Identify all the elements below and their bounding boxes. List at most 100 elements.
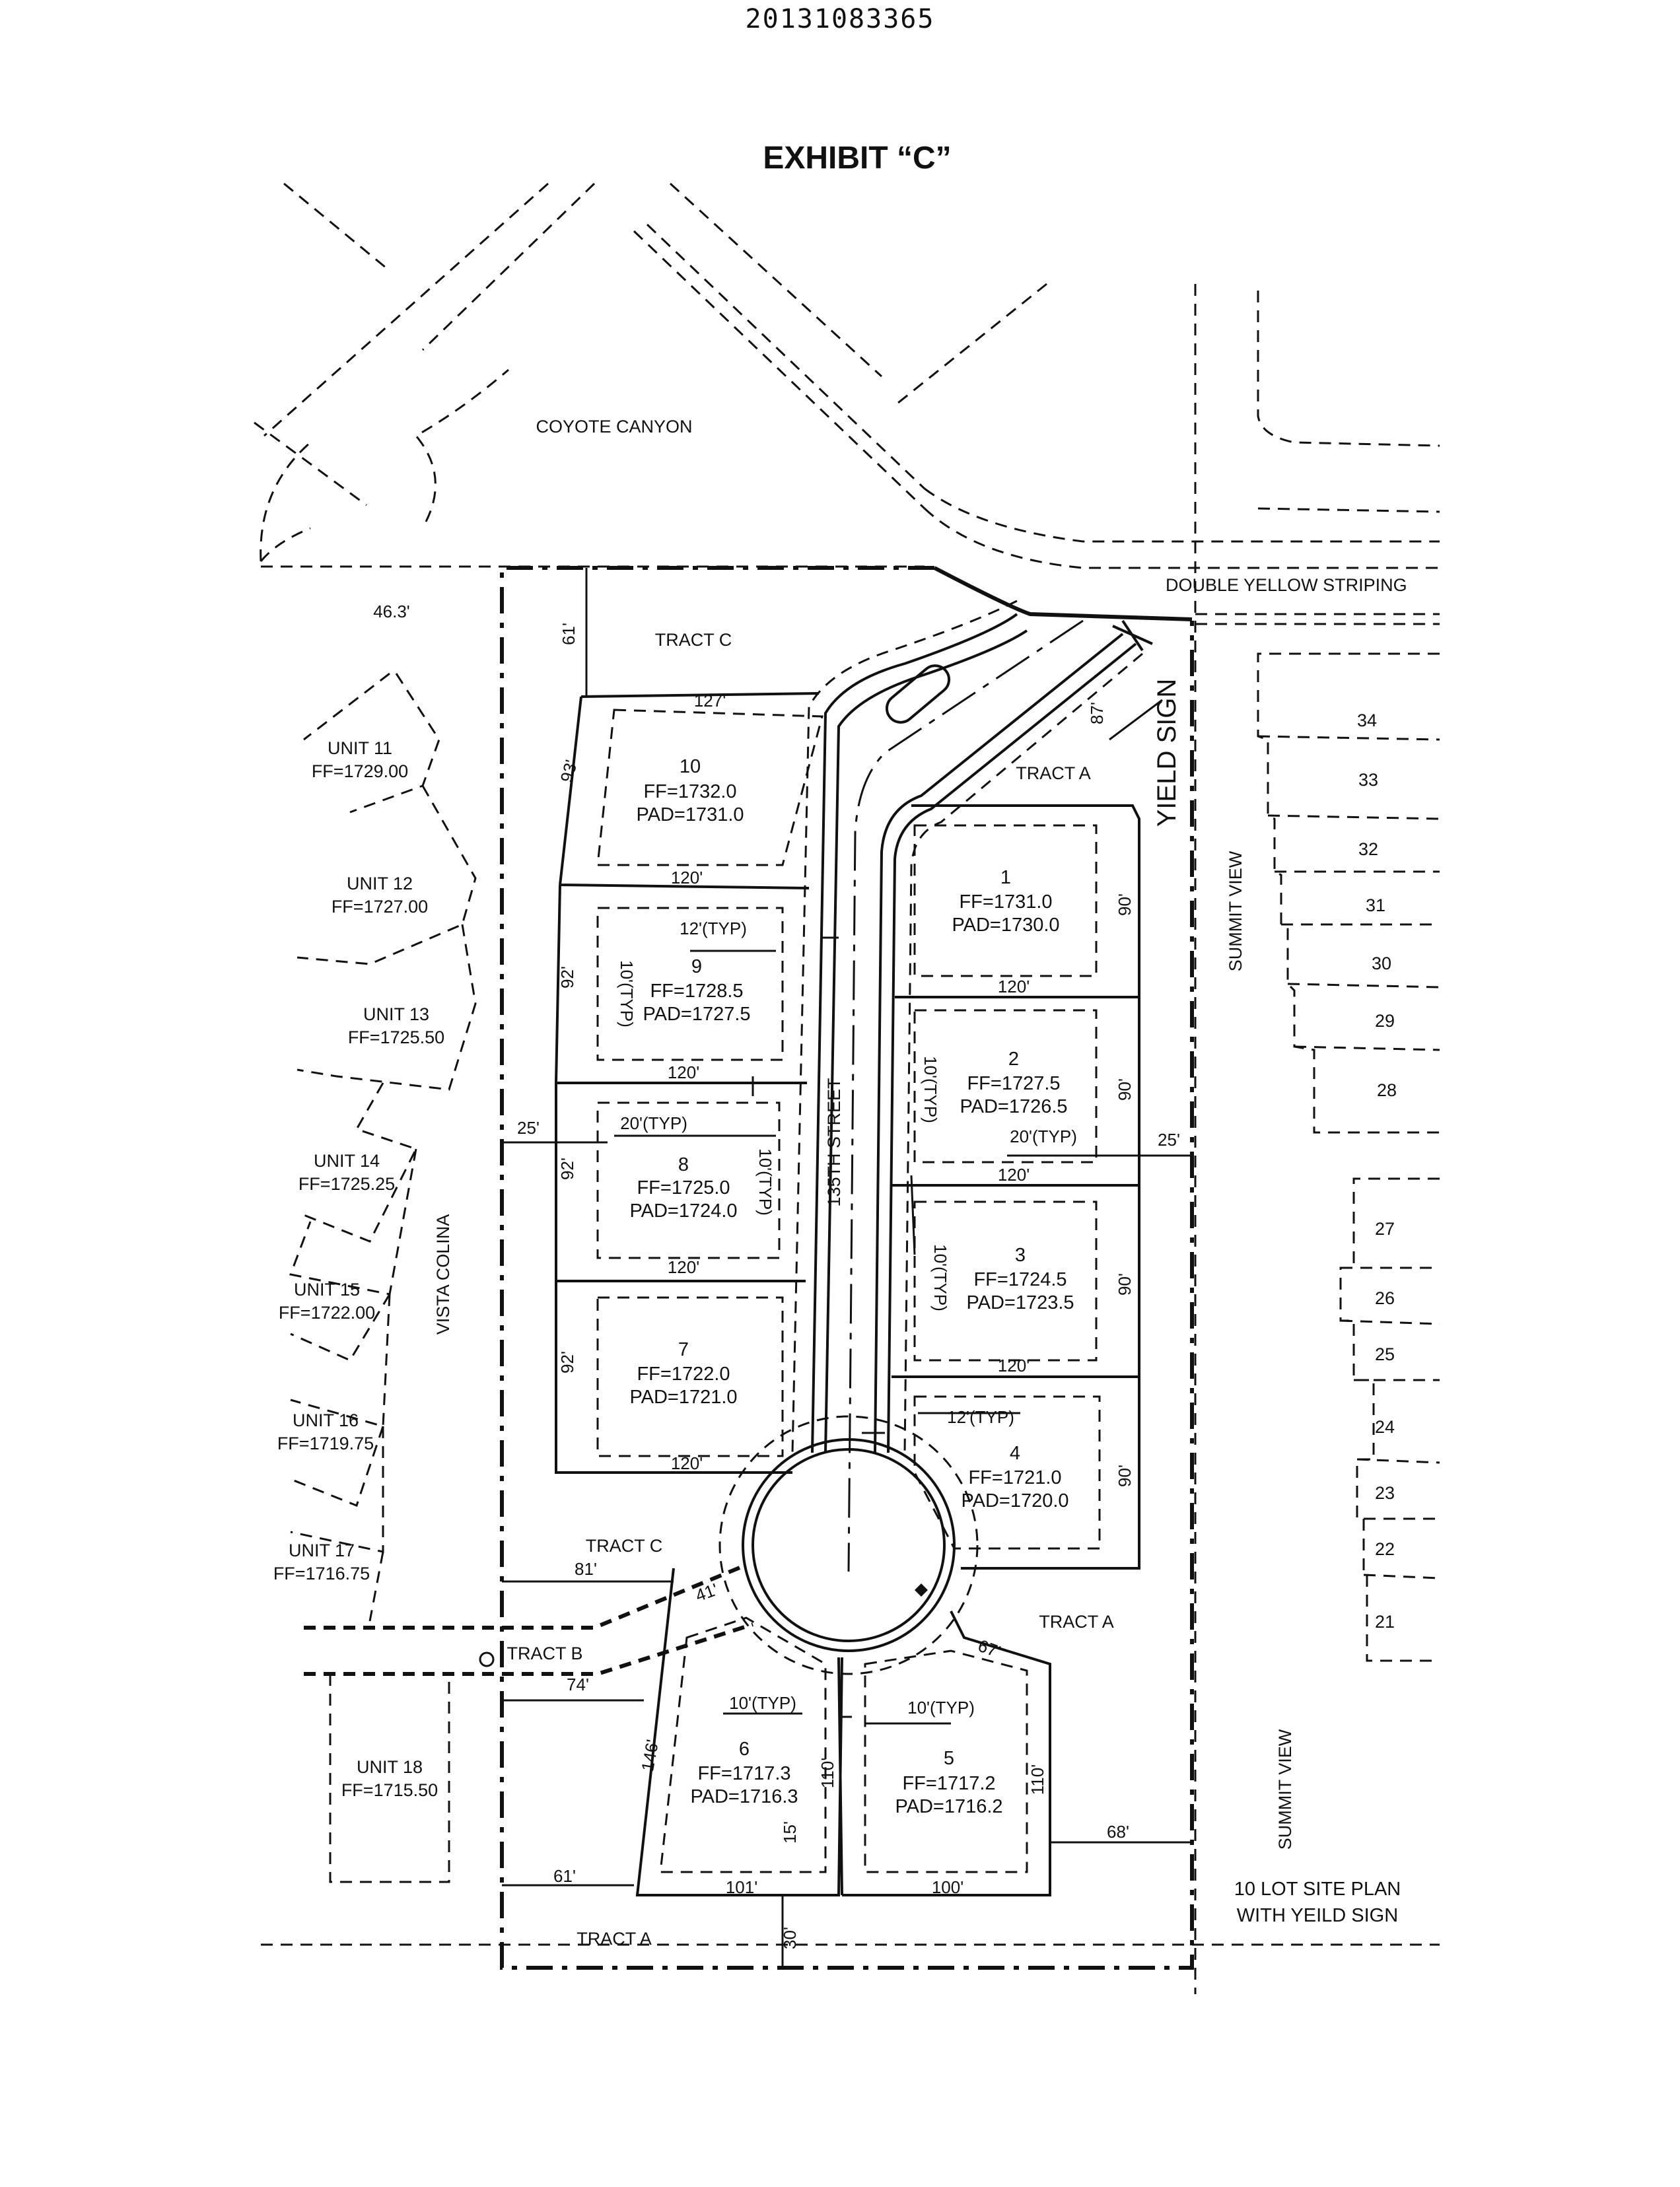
- lot-5-label: 5 FF=1717.2 PAD=1716.2: [895, 1748, 1002, 1817]
- unit-31-label: 31: [1366, 895, 1385, 915]
- lot-number: 4: [1010, 1443, 1020, 1464]
- dimension-labels: 46.3' 61' 127' 93' 87' 120' 12'(TYP) 10'…: [373, 602, 1180, 1949]
- dim-127: 127': [694, 691, 726, 711]
- lot-pad: PAD=1721.0: [629, 1387, 737, 1408]
- dim-90-lot2: 90': [1115, 1078, 1135, 1101]
- dim-81: 81': [575, 1559, 597, 1579]
- east-unit-outlines: [1257, 652, 1440, 1662]
- unit-34-label: 34: [1357, 711, 1377, 730]
- unit-28-label: 28: [1377, 1080, 1397, 1100]
- unit-ff: FF=1716.75: [273, 1564, 370, 1583]
- street-135th-centerline: [847, 619, 1084, 1572]
- exhibit-title: EXHIBIT “C”: [763, 141, 951, 176]
- unit-16-label: UNIT 16 FF=1719.75: [277, 1410, 374, 1453]
- lot-ff: FF=1724.5: [973, 1269, 1067, 1290]
- lot-pad: PAD=1727.5: [643, 1004, 750, 1025]
- lots-west-outlines: [554, 692, 820, 1474]
- dim-101: 101': [726, 1877, 757, 1897]
- lot-pad: PAD=1723.5: [966, 1292, 1074, 1313]
- dim-15: 15': [780, 1821, 800, 1844]
- lots-west-building-pads: [596, 709, 823, 1457]
- dim-10-typ-lot8: 10'(TYP): [755, 1148, 775, 1216]
- property-boundary: [500, 566, 1194, 1970]
- dim-25-left: 25': [517, 1118, 540, 1138]
- dim-90-lot4: 90': [1115, 1465, 1135, 1487]
- dim-25-right: 25': [1158, 1130, 1180, 1150]
- survey-marker-icon: [479, 1651, 495, 1667]
- tract-a-mid: TRACT A: [1039, 1612, 1114, 1632]
- lot-ff: FF=1725.0: [637, 1177, 730, 1198]
- median-island: [885, 664, 951, 724]
- tract-b-strip: [304, 1563, 753, 1676]
- lot-number: 8: [678, 1154, 689, 1175]
- north-boundary-edge: [933, 566, 1193, 621]
- lot-pad: PAD=1726.5: [960, 1096, 1067, 1117]
- tract-b: TRACT B: [507, 1644, 582, 1663]
- lot-number: 9: [691, 956, 702, 977]
- tract-a-bottom: TRACT A: [577, 1929, 652, 1949]
- lot-number: 10: [680, 756, 701, 777]
- lot-1-label: 1 FF=1731.0 PAD=1730.0: [952, 867, 1059, 936]
- lot-number: 2: [1008, 1049, 1019, 1070]
- unit-32-label: 32: [1358, 839, 1378, 859]
- unit-name: UNIT 16: [293, 1410, 359, 1430]
- unit-22-label: 22: [1375, 1539, 1395, 1559]
- west-unit-outlines: [289, 672, 477, 1883]
- unit-ff: FF=1715.50: [341, 1780, 438, 1800]
- dim-30: 30': [780, 1927, 800, 1949]
- unit-27-label: 27: [1375, 1219, 1395, 1239]
- lot-number: 5: [944, 1748, 954, 1769]
- unit-21-label: 21: [1375, 1612, 1395, 1632]
- lot-ff: FF=1722.0: [637, 1364, 730, 1385]
- unit-18-label: UNIT 18 FF=1715.50: [341, 1757, 438, 1800]
- unit-ff: FF=1725.25: [298, 1174, 395, 1194]
- unit-name: UNIT 15: [294, 1280, 360, 1300]
- dim-12-typ-lot4: 12'(TYP): [947, 1407, 1014, 1427]
- dim-110-lot6: 110': [818, 1758, 837, 1788]
- lots-south-building-pads: [659, 1616, 1028, 1873]
- dim-41: 41': [693, 1580, 720, 1606]
- lot-4-label: 4 FF=1721.0 PAD=1720.0: [961, 1443, 1068, 1511]
- dim-10-typ-lot6: 10'(TYP): [729, 1693, 796, 1713]
- unit-14-label: UNIT 14 FF=1725.25: [298, 1151, 395, 1194]
- unit-13-label: UNIT 13 FF=1725.50: [348, 1004, 444, 1047]
- lot-number: 3: [1015, 1245, 1026, 1266]
- dim-92-lot8: 92': [557, 1158, 577, 1180]
- dim-10-typ-lot3: 10'(TYP): [930, 1244, 950, 1311]
- unit-25-label: 25: [1375, 1344, 1395, 1364]
- dim-120-lot8: 120': [668, 1257, 699, 1277]
- unit-ff: FF=1719.75: [277, 1434, 374, 1453]
- unit-29-label: 29: [1375, 1011, 1395, 1031]
- dim-120-lot1: 120': [998, 977, 1030, 996]
- lot-pad: PAD=1730.0: [952, 915, 1059, 936]
- street-135th: 135TH STREET: [824, 1078, 844, 1206]
- unit-ff: FF=1727.00: [332, 897, 428, 917]
- tract-c-top: TRACT C: [655, 630, 732, 650]
- lot-ff: FF=1731.0: [959, 891, 1052, 913]
- dim-74: 74': [567, 1675, 589, 1694]
- dim-90-lot3: 90': [1115, 1273, 1135, 1296]
- dim-87: 87': [1087, 702, 1107, 724]
- street-summit-view-lower: SUMMIT VIEW: [1275, 1729, 1295, 1850]
- lot-number: 1: [1000, 867, 1011, 888]
- dim-10-typ-lot9: 10'(TYP): [617, 960, 637, 1027]
- lot-ff: FF=1732.0: [643, 781, 736, 802]
- lots-east-building-pads: [913, 824, 1101, 1550]
- tract-a-top: TRACT A: [1016, 763, 1091, 783]
- dim-10-typ-lot5: 10'(TYP): [907, 1698, 975, 1718]
- unit-23-label: 23: [1375, 1483, 1395, 1503]
- lot-pad: PAD=1724.0: [629, 1200, 737, 1222]
- dim-120-lot3: 120': [998, 1356, 1030, 1375]
- lot-number: 6: [739, 1739, 750, 1760]
- lot-3-label: 3 FF=1724.5 PAD=1723.5: [966, 1245, 1074, 1313]
- unit-name: UNIT 11: [328, 738, 392, 758]
- dim-61-bottom: 61': [553, 1866, 576, 1886]
- dim-110-lot5: 110': [1028, 1764, 1047, 1795]
- unit-11-label: UNIT 11 FF=1729.00: [312, 738, 408, 781]
- unit-name: UNIT 17: [289, 1541, 355, 1560]
- dim-46-3: 46.3': [373, 602, 410, 621]
- street-vista-colina: VISTA COLINA: [433, 1214, 453, 1335]
- unit-33-label: 33: [1358, 770, 1378, 790]
- lot-ff: FF=1727.5: [967, 1073, 1060, 1094]
- dim-10-typ-lot2: 10'(TYP): [921, 1056, 940, 1123]
